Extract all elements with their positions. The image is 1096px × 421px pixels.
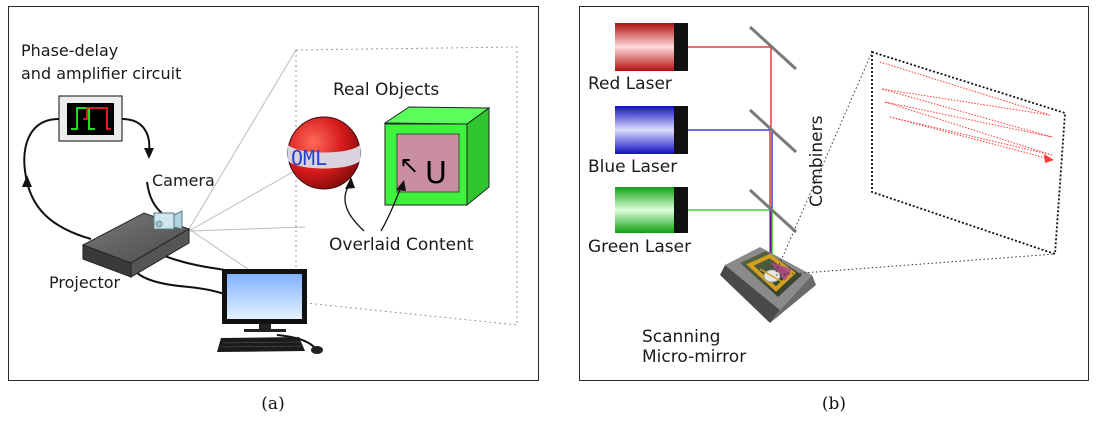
scanning-micromirror-chip — [720, 247, 816, 323]
mirror-label-line1: Scanning — [642, 327, 720, 347]
projection-screen — [871, 50, 1066, 256]
laser-beams — [688, 46, 773, 287]
blue-laser — [615, 106, 688, 154]
projector-label: Projector — [49, 273, 121, 292]
pointer-arrow-2-icon — [396, 180, 406, 191]
cable-arrow-up-icon — [22, 175, 32, 187]
caption-a: (a) — [261, 394, 285, 414]
circuit-label-line1: Phase-delay — [21, 41, 118, 60]
real-objects-label: Real Objects — [333, 80, 439, 100]
mirror-label-line2: Micro-mirror — [642, 347, 746, 367]
caption-b: (b) — [821, 394, 847, 414]
cube-overlay-arrow: ↖ — [399, 151, 419, 179]
panel-b-laser-scanner: Red Laser Blue Laser Green Laser Combine… — [579, 6, 1089, 381]
circuit-label-line2: and amplifier circuit — [21, 64, 181, 83]
combiners-label: Combiners — [807, 115, 827, 207]
raster-scan-pattern — [879, 61, 1053, 160]
cube-overlay-letter: U — [425, 156, 447, 191]
real-object-sphere: OML — [287, 116, 361, 190]
projector — [81, 212, 191, 278]
computer-keyboard — [217, 337, 323, 354]
camera — [153, 210, 183, 230]
overlay-pointers — [344, 184, 402, 232]
green-laser-label: Green Laser — [588, 237, 691, 257]
green-laser — [615, 187, 688, 233]
pointer-arrow-1-icon — [345, 177, 355, 189]
panel-b-diagram: Red Laser Blue Laser Green Laser Combine… — [588, 23, 1066, 367]
red-laser — [615, 23, 688, 71]
sphere-overlay-text: OML — [291, 146, 327, 170]
overlaid-content-label: Overlaid Content — [329, 235, 474, 255]
scan-direction-arrow-icon — [1044, 154, 1054, 163]
cable-arrow-down-icon — [144, 148, 154, 159]
red-laser-label: Red Laser — [588, 74, 672, 94]
mouse-icon — [311, 346, 323, 354]
blue-laser-label: Blue Laser — [588, 157, 677, 177]
scan-projection-lines — [775, 51, 1056, 276]
computer-monitor — [222, 269, 307, 332]
camera-label: Camera — [152, 171, 215, 190]
phase-delay-circuit — [58, 95, 123, 142]
panel-a-diagram: Phase-delay and amplifier circuit Camera… — [21, 41, 518, 354]
panel-a-projector-setup: Phase-delay and amplifier circuit Camera… — [8, 6, 539, 381]
combiner-mirrors — [748, 25, 798, 234]
